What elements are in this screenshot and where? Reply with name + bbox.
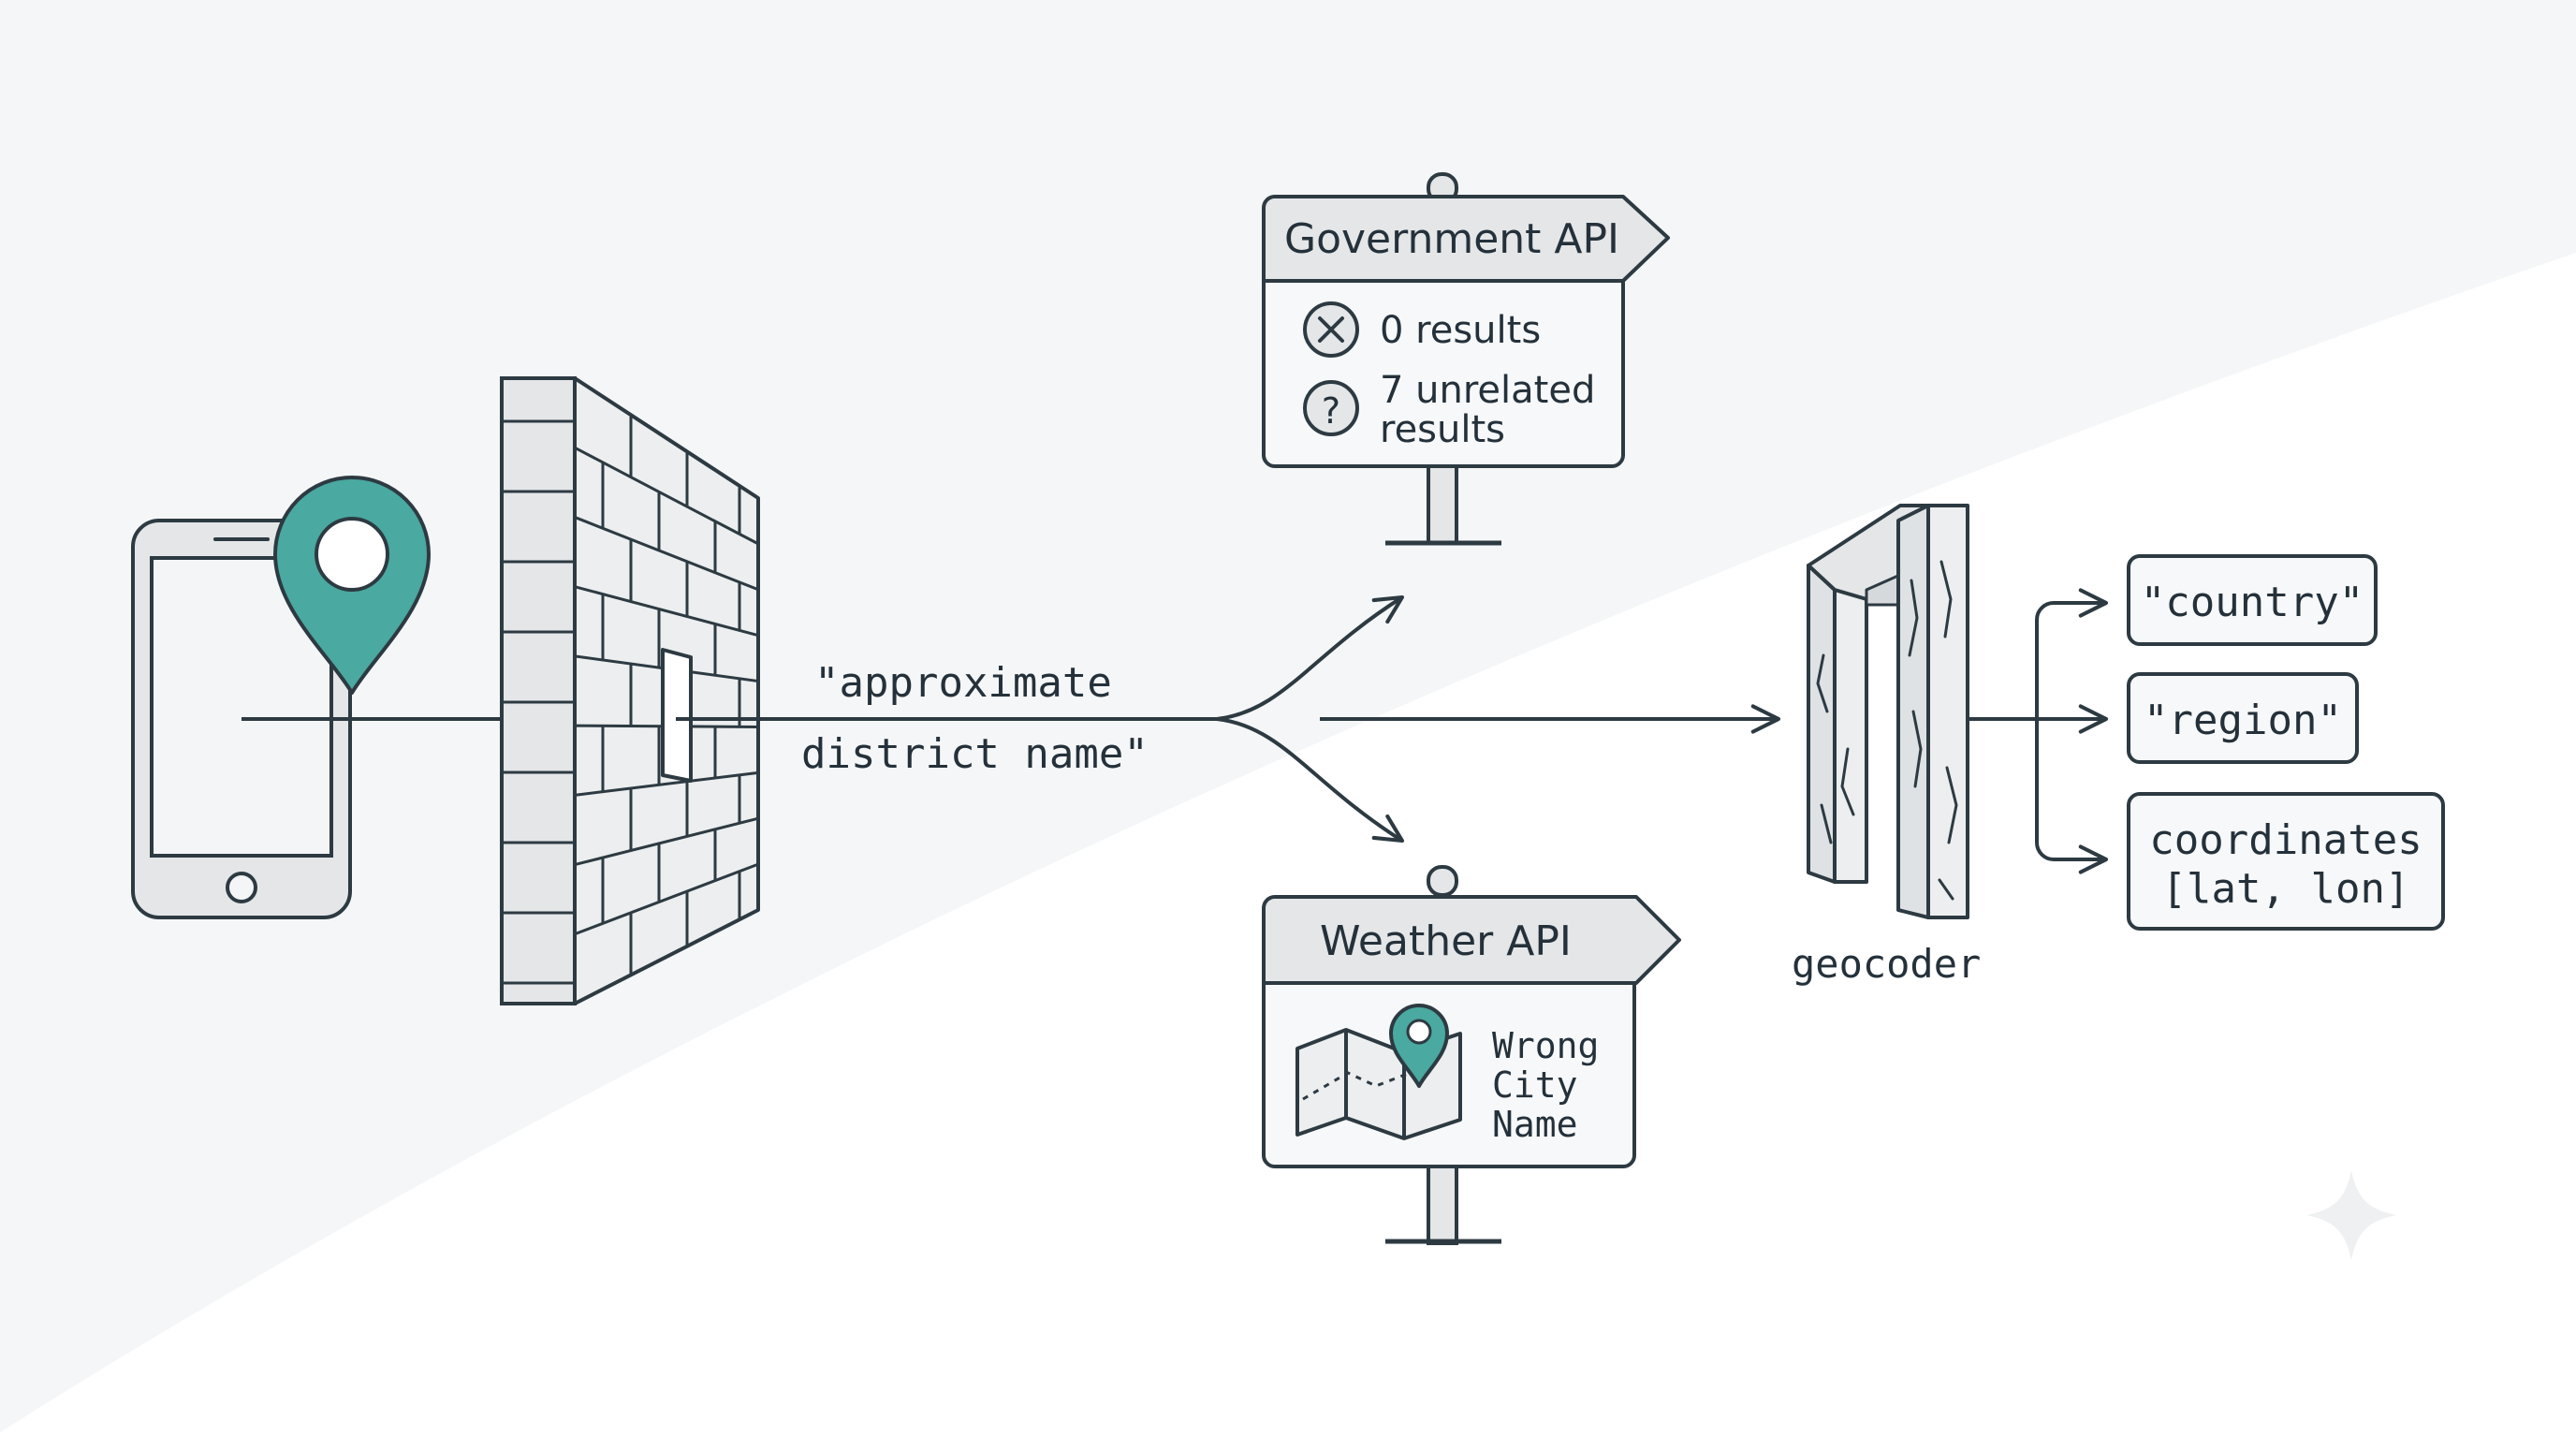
svg-text:?: ? <box>1322 390 1340 432</box>
government-result-1: 0 results <box>1380 309 1541 352</box>
sparkle-icon <box>2306 1170 2396 1260</box>
location-pin-icon <box>1389 1004 1449 1088</box>
country-output-box <box>2127 554 2378 646</box>
coordinates-output-line1: coordinates <box>2149 816 2422 864</box>
country-output-text: "country" <box>2141 579 2364 626</box>
region-output-text: "region" <box>2144 697 2342 744</box>
question-circle-icon: ? <box>1303 380 1359 436</box>
query-text-line2: district name" <box>801 730 1149 778</box>
arrow-to-government-api <box>1216 594 1405 721</box>
arrow-to-weather-api <box>1216 717 1405 844</box>
weather-result-line1: Wrong <box>1492 1025 1599 1066</box>
government-result-2-line2: results <box>1380 408 1505 451</box>
x-circle-icon <box>1303 301 1359 358</box>
geocoder-label: geocoder <box>1792 941 1981 987</box>
coordinates-output-line2: [lat, lon] <box>2162 865 2410 913</box>
output-branch-lines <box>1968 588 2109 874</box>
weather-result-line3: Name <box>1492 1104 1578 1145</box>
government-api-title: Government API <box>1284 215 1619 263</box>
weather-result-line2: City <box>1492 1064 1578 1106</box>
query-text-line1: "approximate <box>814 659 1112 707</box>
region-output-box <box>2127 672 2359 764</box>
firewall-brick-wall-icon <box>500 376 760 1005</box>
weather-api-title: Weather API <box>1320 917 1572 965</box>
location-pin-icon <box>273 476 431 695</box>
geocoder-gate-icon <box>1807 504 1969 919</box>
coordinates-output-box <box>2127 792 2445 931</box>
government-result-2-line1: 7 unrelated <box>1380 369 1595 412</box>
